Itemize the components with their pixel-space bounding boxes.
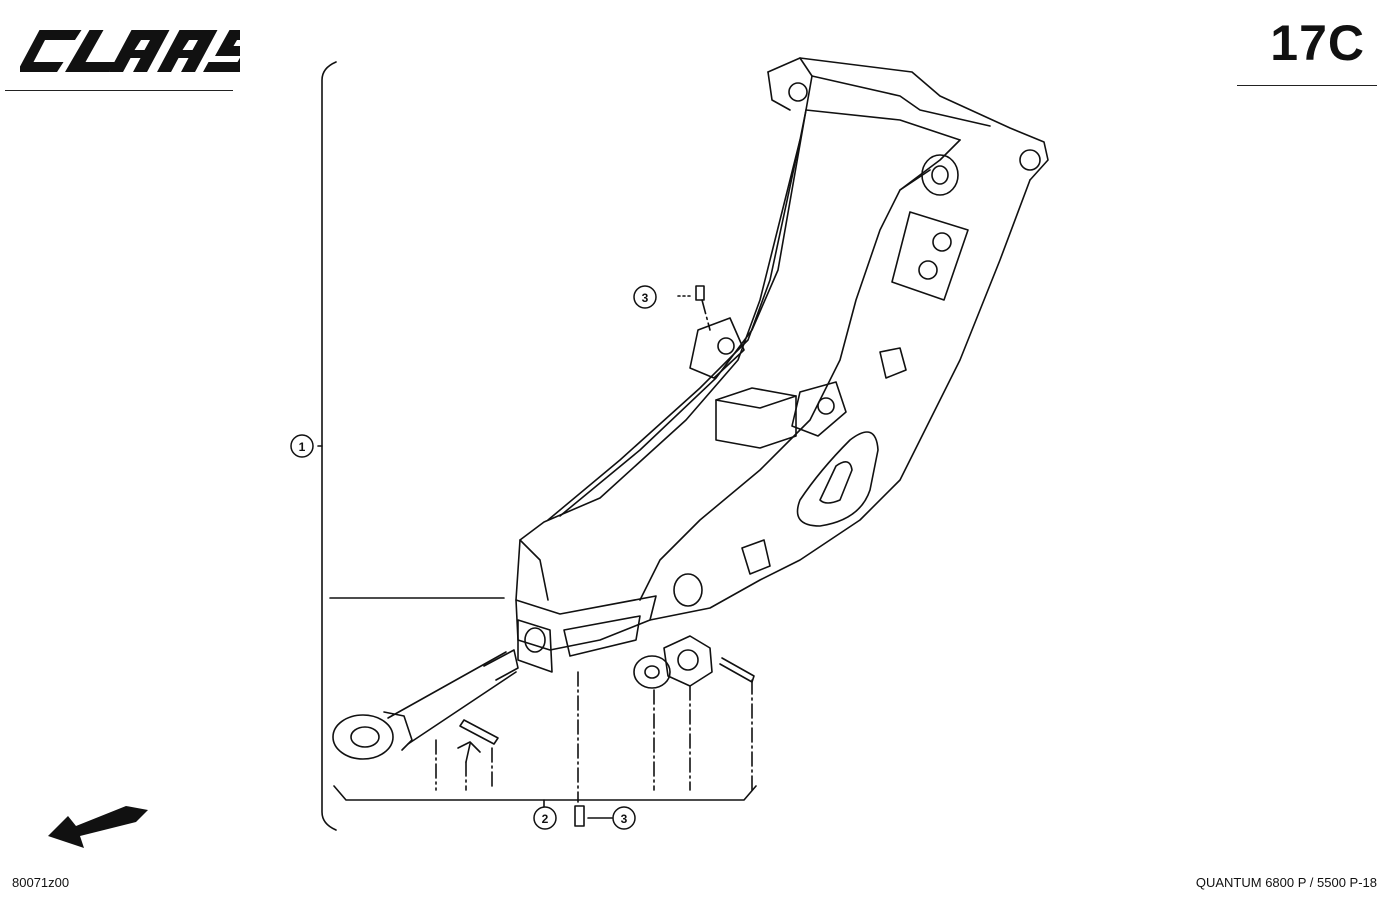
callout-label-3-bottom: 3 bbox=[621, 812, 628, 826]
model-label: QUANTUM 6800 P / 5500 P-18 bbox=[1195, 875, 1377, 890]
cotter-pin bbox=[719, 657, 755, 683]
grease-nipple-bottom bbox=[574, 805, 585, 827]
washer bbox=[633, 655, 671, 689]
castle-nut bbox=[663, 635, 713, 687]
drawing-id: 80071z00 bbox=[12, 875, 70, 890]
callout-2 bbox=[533, 806, 557, 830]
claas-logo bbox=[20, 30, 240, 72]
group-bracket bbox=[333, 785, 757, 801]
hitch-eye bbox=[332, 649, 519, 760]
callout-label-2: 2 bbox=[542, 812, 549, 826]
page-code: 17C bbox=[1270, 15, 1365, 71]
grease-nipple-top bbox=[675, 285, 705, 301]
arrow-down-left-icon bbox=[48, 806, 148, 848]
callout-1 bbox=[290, 434, 314, 458]
drawbar-frame bbox=[329, 57, 1049, 673]
assembly-bracket bbox=[321, 61, 337, 831]
header-rule-right bbox=[1237, 85, 1377, 86]
callout-3-top bbox=[633, 285, 657, 309]
header-rule-left bbox=[5, 90, 233, 91]
callout-label-1: 1 bbox=[299, 440, 306, 454]
callout-label-3-top: 3 bbox=[642, 291, 649, 305]
retaining-clip bbox=[459, 719, 499, 745]
bolt bbox=[457, 741, 481, 763]
callout-3-bottom bbox=[612, 806, 636, 830]
